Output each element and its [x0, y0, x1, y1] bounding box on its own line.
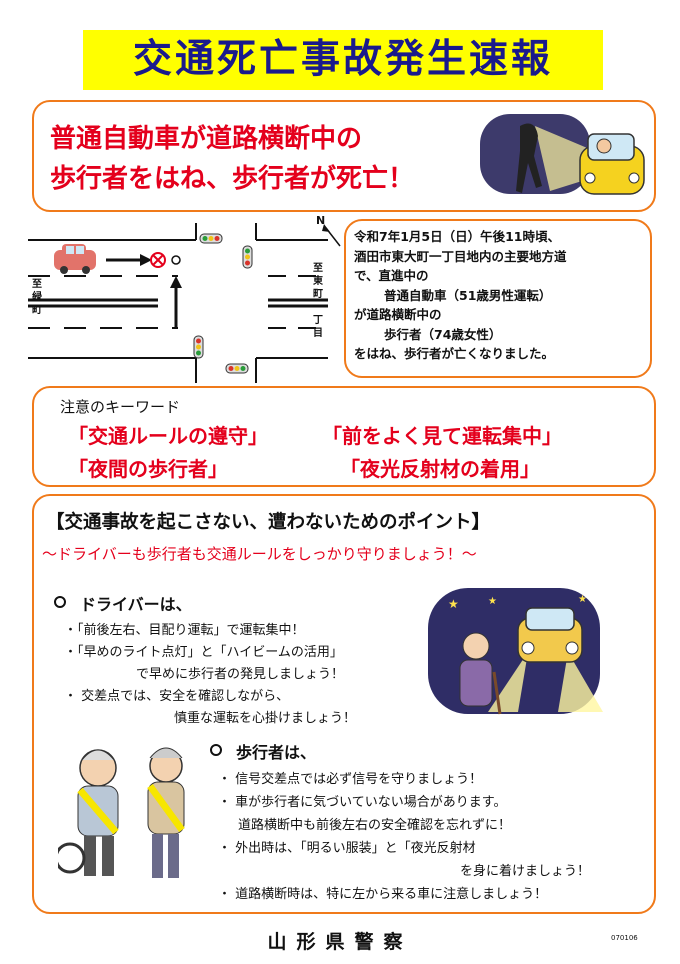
driver-title: ドライバーは、 — [80, 595, 192, 614]
svg-text:★: ★ — [488, 596, 497, 607]
north-label: N — [316, 214, 326, 227]
accident-report: 令和7年1月5日（日）午後11時頃、 酒田市東大町一丁目地内の主要地方道 で、直… — [344, 219, 652, 378]
circle-marker-icon — [210, 744, 222, 756]
night-driver-illustration: ★ ★ ★ — [428, 588, 603, 715]
pedestrian-title: 歩行者は、 — [236, 743, 317, 762]
footer-org: 山形県警察 — [267, 931, 413, 953]
map-right-label: 至 東町一丁目 — [313, 263, 323, 339]
report-line: 普通自動車（51歳男性運転） — [384, 287, 552, 303]
driver-item: ・「早めのライト点灯」と「ハイビームの活用」 — [64, 645, 343, 660]
driver-item: ・「前後左右、目配り運転」で運転集中！ — [64, 623, 305, 638]
title-band — [83, 30, 603, 90]
driver-item: で早めに歩行者の発見しましょう！ — [136, 667, 345, 682]
elderly-pedestrians-illustration — [58, 747, 185, 878]
report-line: が道路横断中の — [354, 307, 442, 322]
keyword-3: 「夜間の歩行者」 — [68, 457, 228, 481]
intersection-map — [28, 223, 341, 383]
report-line: 歩行者（74歳女性） — [384, 326, 502, 342]
driver-item: 慎重な運転を心掛けましょう！ — [174, 711, 357, 726]
report-line: で、直進中の — [354, 268, 429, 283]
keywords-box — [32, 386, 656, 487]
report-line: 令和7年1月5日（日）午後11時頃、 — [354, 229, 560, 244]
svg-text:★: ★ — [578, 594, 587, 605]
document-code: 070106 — [611, 934, 638, 942]
pedestrian-item: ・ 信号交差点では必ず信号を守りましょう！ — [218, 772, 483, 787]
headline-line-1: 普通自動車が道路横断中の — [50, 124, 363, 154]
driver-item: ・ 交差点では、安全を確認しながら、 — [64, 689, 290, 704]
circle-marker-icon — [54, 596, 66, 608]
headline-line-2: 歩行者をはね、歩行者が死亡！ — [50, 164, 415, 194]
pedestrian-item: を身に着けましょう！ — [460, 864, 591, 879]
pedestrian-item: ・ 車が歩行者に気づいていない場合があります。 — [218, 795, 507, 810]
page-title: 交通死亡事故発生速報 — [132, 37, 553, 82]
points-subtitle: ～ドライバーも歩行者も交通ルールをしっかり守りましょう！～ — [42, 545, 477, 563]
keyword-1: 「交通ルールの遵守」 — [68, 424, 268, 448]
map-left-label: 至 緑町 — [32, 279, 42, 316]
report-line: 酒田市東大町一丁目地内の主要地方道 — [354, 248, 567, 264]
night-accident-illustration — [480, 114, 645, 195]
points-heading: 【交通事故を起こさない、遭わないためのポイント】 — [46, 512, 491, 533]
pedestrian-item: ・ 道路横断時は、特に左から来る車に注意しましょう！ — [218, 887, 548, 902]
pedestrian-item: 道路横断中も前後左右の安全確認を忘れずに！ — [238, 818, 512, 833]
keyword-4: 「夜光反射材の着用」 — [340, 457, 540, 481]
pedestrian-item: ・ 外出時は、「明るい服装」と「夜光反射材 — [218, 841, 476, 856]
keyword-2: 「前をよく見て運転集中」 — [322, 424, 562, 448]
report-line: をはね、歩行者が亡くなりました。 — [354, 346, 555, 361]
keywords-heading: 注意のキーワード — [60, 398, 181, 416]
svg-text:★: ★ — [448, 597, 459, 611]
